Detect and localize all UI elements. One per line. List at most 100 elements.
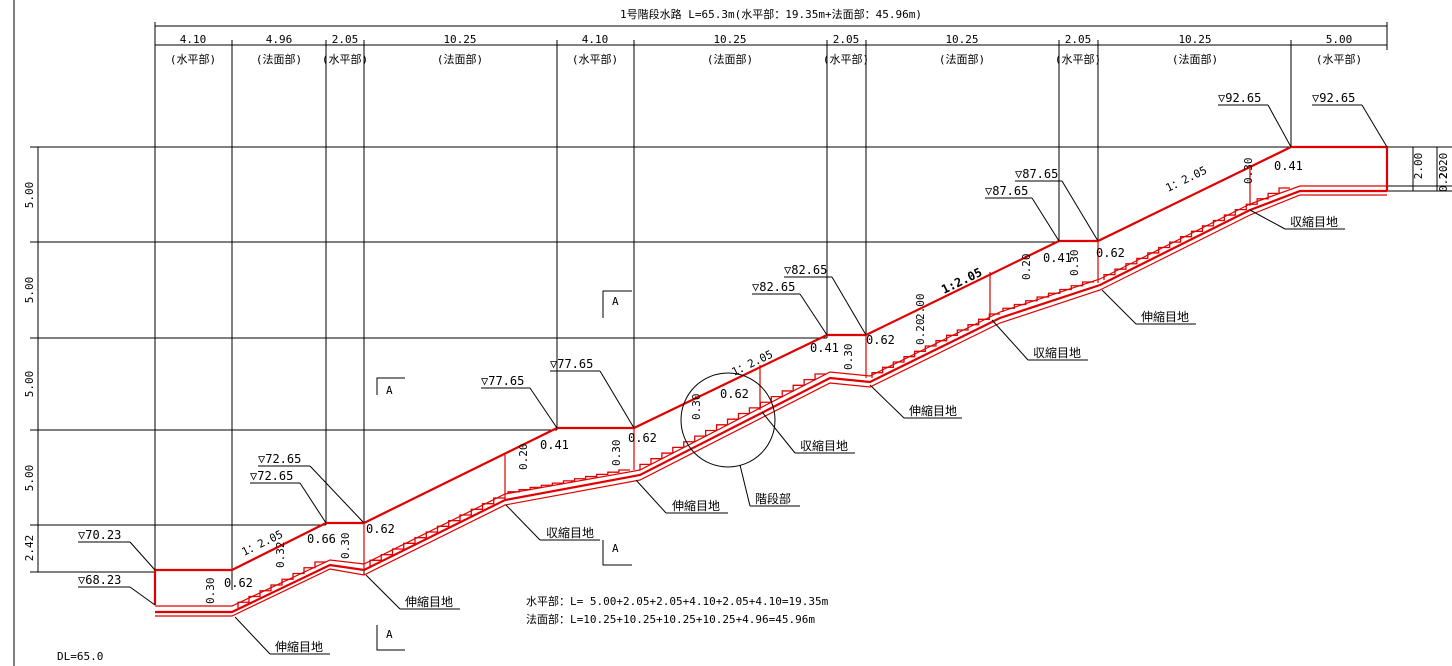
segment-type: (水平部): [1316, 52, 1362, 66]
section-mark: A: [386, 384, 393, 397]
wall-lines: [363, 168, 1251, 570]
elevation-label: ▽82.65: [752, 280, 795, 294]
svg-text:0.41: 0.41: [540, 438, 569, 452]
expansion-joint-label: 伸縮目地: [275, 639, 323, 654]
expansion-joint-label: 伸縮目地: [405, 594, 453, 609]
segment-type: (水平部): [1055, 52, 1101, 66]
svg-text:0.30: 0.30: [339, 533, 352, 560]
segment-length: 2.05: [833, 33, 860, 46]
svg-text:0.66: 0.66: [307, 532, 336, 546]
joint-labels: 伸縮目地 伸縮目地 収縮目地 伸縮目地 階段部 収縮目地 伸縮目地 収縮目地 伸…: [234, 209, 1345, 655]
segment-type: (法面部): [707, 52, 753, 66]
segment-length: 4.10: [582, 33, 609, 46]
segment-type: (法面部): [256, 52, 302, 66]
stair-step-run: [507, 469, 630, 494]
slope-ratio: 1:2.05: [939, 265, 984, 297]
segment-type: (水平部): [170, 52, 216, 66]
svg-text:0.20: 0.20: [517, 444, 530, 471]
elevation-label: ▽72.65: [250, 469, 293, 483]
elevation-label: ▽82.65: [784, 263, 827, 277]
svg-text:0.62: 0.62: [720, 387, 749, 401]
summary-horizontal: 水平部：L= 5.00+2.05+2.05+4.10+2.05+4.10=19.…: [526, 594, 829, 608]
segment-type: (法面部): [1172, 52, 1218, 66]
segment-length: 4.10: [180, 33, 207, 46]
height-dim: 2.42: [23, 535, 36, 562]
segment-length-labels: 4.10 4.96 2.05 10.25 4.10 10.25 2.05 10.…: [180, 33, 1353, 46]
elevation-labels: ▽70.23 ▽68.23 ▽72.65 ▽72.65 ▽77.65 ▽77.6…: [78, 91, 1388, 606]
height-dim: 5.00: [23, 465, 36, 492]
svg-text:2.00: 2.00: [914, 294, 927, 321]
datum-label: DL=65.0: [57, 650, 103, 663]
summary-slope: 法面部：L=10.25+10.25+10.25+10.25+4.96=45.96…: [526, 612, 815, 626]
elevation-label: ▽92.65: [1312, 91, 1355, 105]
stair-detail-circle: [680, 372, 776, 468]
right-dim: 2.00: [1412, 153, 1425, 180]
elevation-label: ▽77.65: [550, 357, 593, 371]
right-dim: 0.20: [1437, 166, 1450, 193]
stair-step-run: [237, 561, 326, 608]
segment-length: 10.25: [443, 33, 476, 46]
segment-type: (法面部): [939, 52, 985, 66]
expansion-joint-label: 伸縮目地: [909, 403, 957, 418]
segment-type: (法面部): [437, 52, 483, 66]
channel-bottom-base: [155, 194, 1387, 617]
segment-length: 10.25: [945, 33, 978, 46]
stair-steps: [237, 187, 1290, 608]
section-mark: A: [612, 542, 619, 555]
expansion-joint-label: 伸縮目地: [672, 498, 720, 513]
elevation-label: ▽87.65: [985, 184, 1028, 198]
stair-step-run: [369, 497, 505, 566]
segment-length: 4.96: [266, 33, 293, 46]
segment-length: 2.05: [332, 33, 359, 46]
svg-text:0.30: 0.30: [690, 394, 703, 421]
elevation-label: ▽77.65: [481, 374, 524, 388]
level-lines: [30, 146, 1291, 573]
elevation-label: ▽68.23: [78, 573, 121, 587]
svg-text:0.30: 0.30: [610, 440, 623, 467]
segment-length: 5.00: [1326, 33, 1353, 46]
elevation-label: ▽87.65: [1015, 167, 1058, 181]
stair-step-run: [639, 373, 826, 470]
stair-step-run: [871, 313, 1000, 378]
contraction-joint-label: 収縮目地: [800, 438, 848, 453]
height-dim: 5.00: [23, 371, 36, 398]
segment-type: (水平部): [823, 52, 869, 66]
contraction-joint-label: 収縮目地: [546, 525, 594, 540]
segment-type-labels: (水平部) (法面部) (水平部) (法面部) (水平部) (法面部) (水平部…: [170, 52, 1362, 66]
segment-type: (水平部): [572, 52, 618, 66]
stair-step-run: [1103, 187, 1290, 280]
svg-text:0.30: 0.30: [1242, 158, 1255, 185]
section-markers: A A A A: [376, 290, 632, 651]
svg-text:0.20: 0.20: [914, 319, 927, 346]
svg-text:0.41: 0.41: [810, 341, 839, 355]
segment-type: (水平部): [322, 52, 368, 66]
right-dims: 2.00 2.20 0.20: [1387, 146, 1452, 193]
svg-text:0.62: 0.62: [1096, 246, 1125, 260]
section-mark: A: [612, 295, 619, 308]
segment-length: 2.05: [1065, 33, 1092, 46]
elevation-label: ▽72.65: [258, 452, 301, 466]
elevation-label: ▽70.23: [78, 528, 121, 542]
svg-text:0.30: 0.30: [204, 578, 217, 605]
svg-text:0.62: 0.62: [628, 431, 657, 445]
small-dims: 0.62 0.62 0.62 0.62 0.62 0.62 0.66 0.41 …: [204, 158, 1303, 605]
stair-part-label: 階段部: [755, 491, 791, 506]
svg-text:0.41: 0.41: [1043, 251, 1072, 265]
svg-text:0.30: 0.30: [842, 344, 855, 371]
svg-text:0.62: 0.62: [366, 522, 395, 536]
contraction-joint-label: 収縮目地: [1033, 345, 1081, 360]
section-mark: A: [386, 628, 393, 641]
svg-text:0.62: 0.62: [224, 576, 253, 590]
stair-step-run: [1002, 281, 1094, 312]
segment-length: 10.25: [1178, 33, 1211, 46]
segment-ticks: [154, 40, 1292, 590]
height-dim: 5.00: [23, 182, 36, 209]
height-dims: 5.00 5.00 5.00 5.00 2.42: [23, 182, 36, 562]
expansion-joint-label: 伸縮目地: [1141, 309, 1189, 324]
elevation-label: ▽92.65: [1218, 91, 1261, 105]
drawing-title: 1号階段水路 L=65.3m(水平部：19.35m+法面部：45.96m): [620, 7, 922, 21]
right-dim: 2.20: [1437, 153, 1450, 180]
segment-length: 10.25: [713, 33, 746, 46]
contraction-joint-label: 収縮目地: [1290, 214, 1338, 229]
